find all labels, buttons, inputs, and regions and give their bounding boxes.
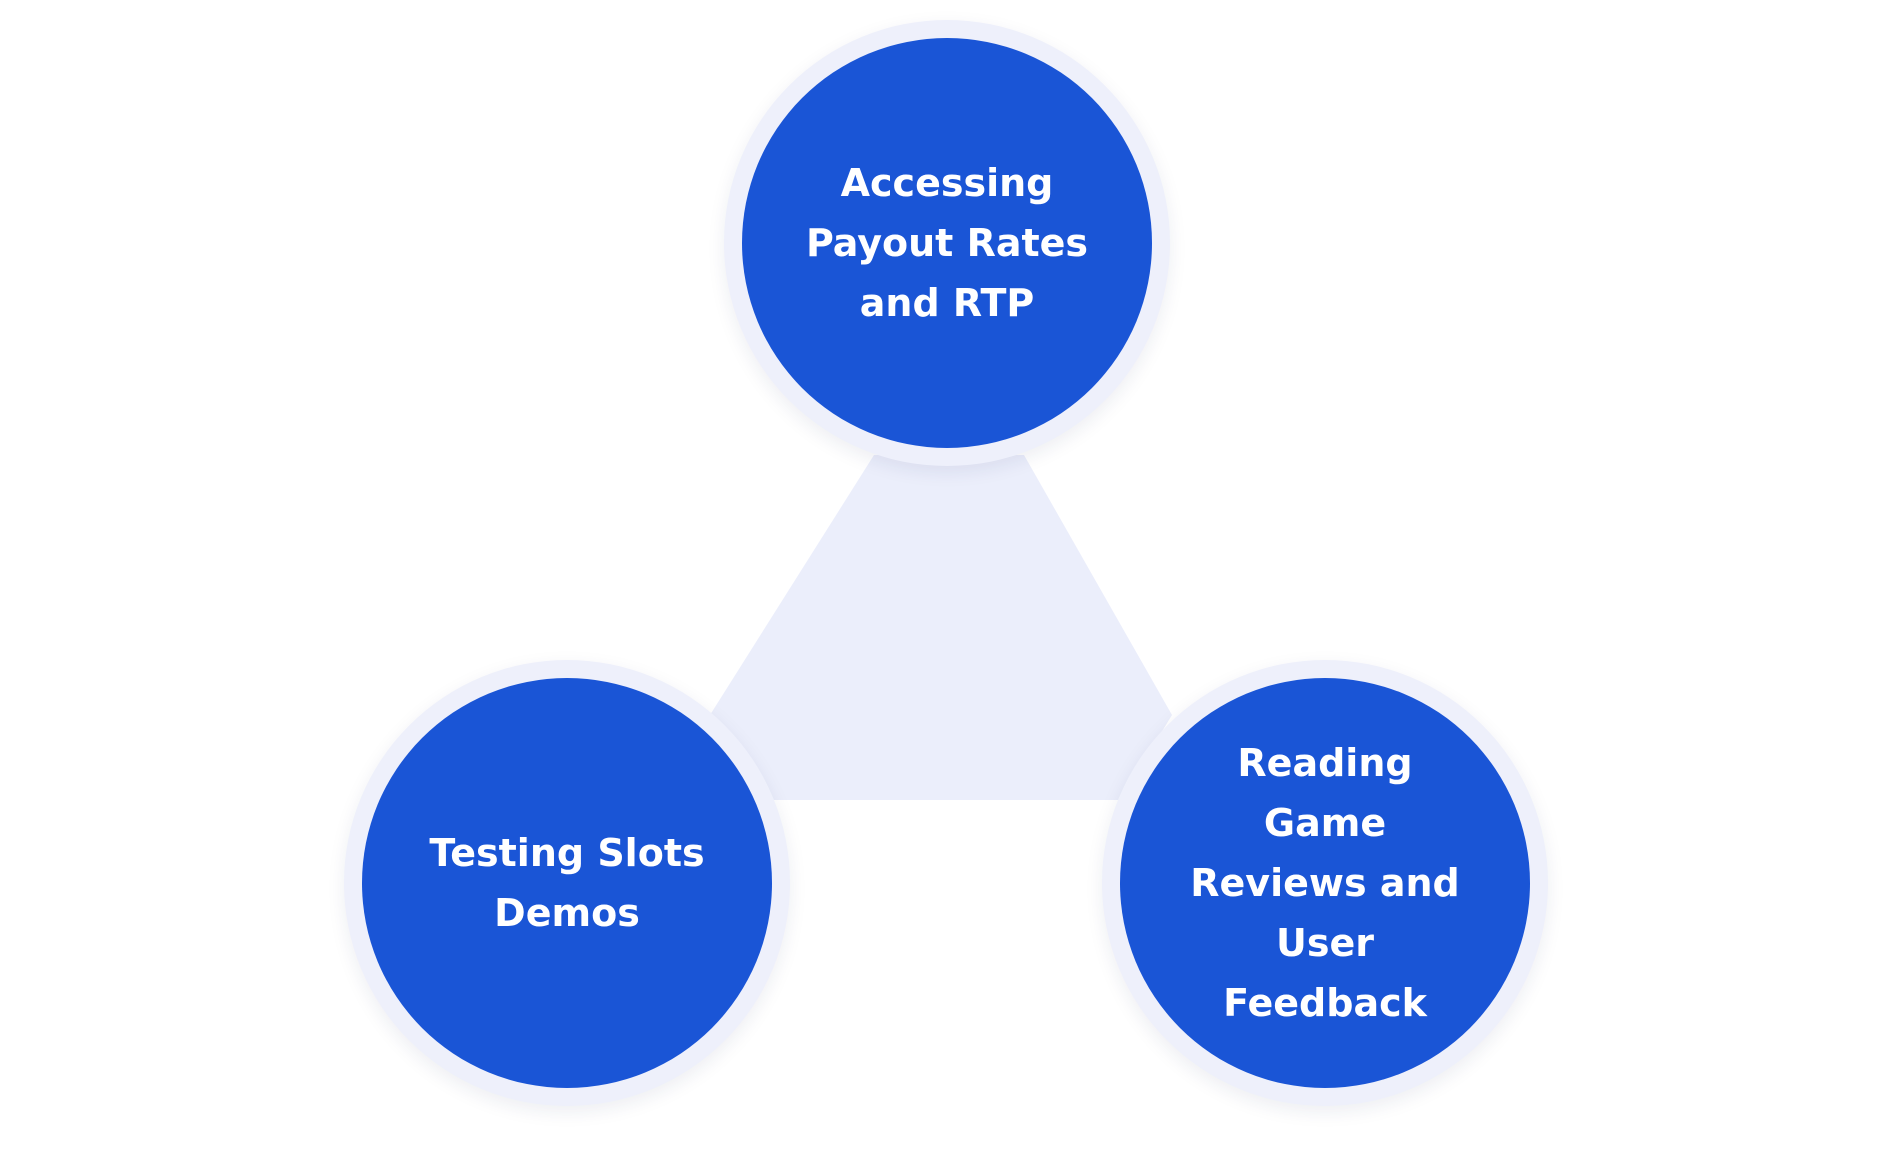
node-label-line: Payout Rates [805,221,1089,265]
triangle-shape [710,455,1172,800]
node-testing-slots-circle: Testing Slots Demos [362,678,772,1088]
node-game-reviews-circle: Reading Game Reviews and User Feedback [1120,678,1530,1088]
node-label-line: Accessing [840,161,1054,205]
node-testing-slots: Testing Slots Demos [344,660,790,1106]
node-label-line: User Feedback [1223,921,1427,1025]
node-payout-rates-circle: Accessing Payout Rates and RTP [742,38,1152,448]
node-payout-rates-label: Accessing Payout Rates and RTP [797,153,1097,333]
node-label-line: and RTP [859,281,1035,325]
node-game-reviews: Reading Game Reviews and User Feedback [1102,660,1548,1106]
node-label-line: Reviews and [1190,861,1460,905]
node-payout-rates: Accessing Payout Rates and RTP [724,20,1170,466]
node-game-reviews-label: Reading Game Reviews and User Feedback [1175,733,1475,1033]
node-label-line: Reading Game [1237,741,1413,845]
node-testing-slots-label: Testing Slots Demos [417,823,717,943]
node-label-line: Testing Slots [429,831,705,875]
node-label-line: Demos [494,891,640,935]
